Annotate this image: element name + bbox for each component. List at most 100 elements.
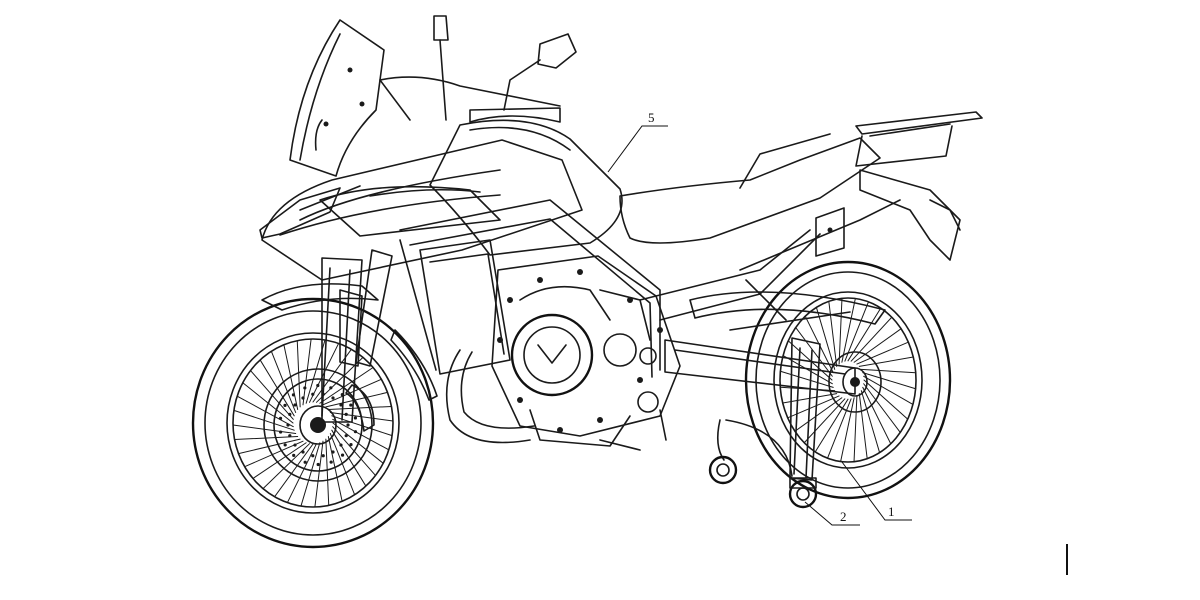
- callout-5: 5: [607, 110, 668, 173]
- spoke: [850, 316, 893, 362]
- spoke: [237, 438, 301, 455]
- disc-hole: [353, 416, 357, 420]
- spoke: [252, 442, 307, 479]
- spoke: [274, 443, 314, 498]
- spoke: [325, 438, 330, 506]
- callout-label: 1: [888, 504, 895, 519]
- disc-hole: [353, 430, 358, 434]
- spoke: [828, 301, 838, 367]
- callout-label: 2: [840, 509, 847, 524]
- spoke: [844, 301, 869, 362]
- engine-bolt: [597, 417, 603, 423]
- engine-bolt: [627, 297, 633, 303]
- engine: [491, 255, 681, 447]
- fuel-tank: [429, 107, 623, 256]
- seat: [619, 133, 881, 244]
- disc-hole: [286, 423, 290, 427]
- text-cursor-mark: [1066, 544, 1068, 575]
- disc-hole: [331, 450, 335, 454]
- disc-hole: [344, 434, 348, 438]
- spoke: [314, 440, 324, 508]
- engine-bolt: [517, 397, 523, 403]
- spoke: [319, 367, 374, 404]
- frame: [399, 199, 901, 378]
- disc-hole: [303, 460, 307, 464]
- spoke: [853, 395, 858, 462]
- paddock-stand: [708, 337, 821, 509]
- disc-hole: [349, 403, 353, 407]
- disc-hole: [311, 392, 315, 396]
- swingarm: [664, 291, 886, 395]
- disc-hole: [303, 386, 307, 390]
- disc-hole: [278, 416, 283, 420]
- mirror: [503, 33, 577, 111]
- disc-hole: [346, 423, 350, 427]
- disc-hole: [283, 403, 287, 407]
- disc-hole: [288, 412, 292, 416]
- spoke: [840, 397, 855, 462]
- spoke: [863, 383, 901, 433]
- disc-hole: [316, 383, 320, 388]
- spoke: [300, 442, 321, 507]
- rear-shock-guard: [815, 207, 845, 257]
- tail-section: [859, 169, 961, 261]
- spoke: [787, 340, 833, 381]
- spoke: [860, 390, 881, 453]
- disc-hole: [316, 462, 320, 467]
- spoke: [863, 379, 909, 420]
- front-fork: [321, 249, 438, 423]
- callout-2: 2: [804, 501, 860, 526]
- disc-hole: [349, 443, 353, 447]
- disc-hole: [311, 454, 315, 458]
- callout-1: 1: [841, 461, 912, 521]
- windscreen: [289, 19, 385, 177]
- front-fender: [261, 283, 379, 367]
- spoke: [327, 435, 343, 502]
- spoke: [841, 298, 856, 363]
- spoke: [302, 338, 312, 406]
- spoke: [815, 307, 836, 370]
- spoke: [286, 443, 317, 504]
- disc-hole: [331, 396, 335, 400]
- exhaust: [445, 349, 641, 451]
- front-brake-disc: [263, 368, 375, 482]
- spoke: [853, 328, 902, 363]
- disc-hole: [329, 386, 333, 390]
- engine-bolt: [637, 377, 643, 383]
- disc-hole: [321, 454, 325, 458]
- spoke: [795, 327, 833, 377]
- engine-bolt: [537, 277, 543, 283]
- rear-wheel: [744, 260, 952, 500]
- spoke: [838, 298, 843, 365]
- spoke: [863, 375, 914, 405]
- disc-hole: [291, 393, 296, 397]
- spoke: [787, 395, 840, 419]
- spoke: [325, 391, 389, 408]
- spoke: [860, 368, 917, 374]
- disc-hole: [344, 412, 348, 416]
- engine-bolt: [577, 269, 583, 275]
- disc-hole: [340, 453, 345, 457]
- disc-hole: [293, 443, 297, 447]
- disc-hole: [288, 434, 292, 438]
- spoke: [296, 340, 301, 408]
- spoke: [803, 398, 846, 444]
- engine-bolt: [557, 427, 563, 433]
- fairing: [261, 139, 583, 375]
- spoke: [779, 370, 834, 388]
- spoke: [858, 393, 868, 459]
- spoke: [858, 356, 914, 367]
- handlebar: [379, 15, 561, 121]
- disc-hole: [283, 443, 287, 447]
- headlight: [259, 185, 361, 239]
- callout-label: 5: [648, 110, 655, 125]
- spoke: [322, 378, 382, 406]
- disc-hole: [339, 403, 343, 407]
- spoke: [856, 341, 909, 365]
- disc-hole: [339, 443, 343, 447]
- disc-hole: [301, 450, 305, 454]
- disc-hole: [292, 453, 296, 457]
- disc-hole: [279, 430, 283, 434]
- engine-bolt: [507, 297, 513, 303]
